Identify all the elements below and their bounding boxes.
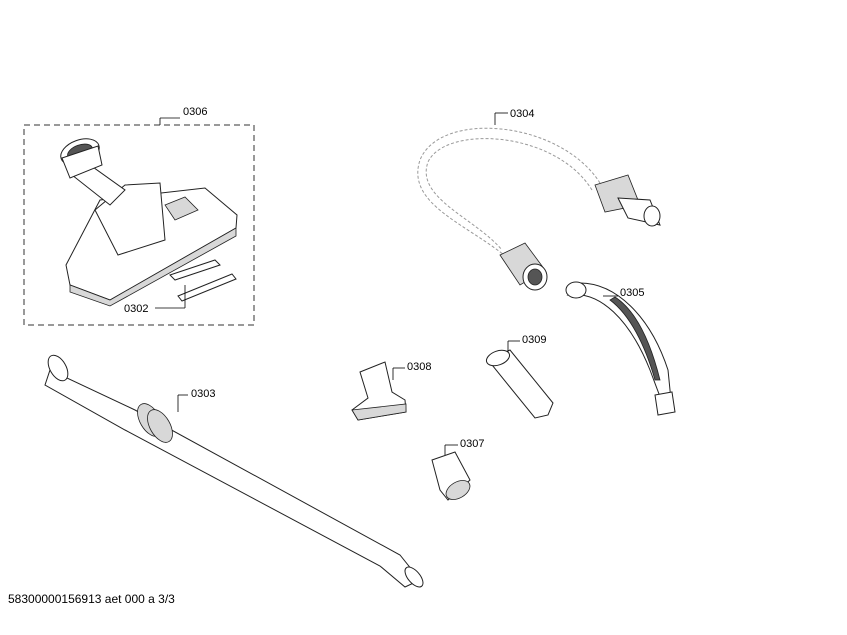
part-label-0309: 0309 [522, 334, 546, 346]
part-label-0303: 0303 [191, 388, 215, 400]
crevice-nozzle-part [485, 349, 554, 419]
part-label-0304: 0304 [510, 108, 534, 120]
part-label-0307: 0307 [460, 438, 484, 450]
part-label-0305: 0305 [620, 287, 644, 299]
document-reference-footer: 58300000156913 aet 000 a 3/3 [8, 592, 175, 606]
part-label-0306: 0306 [183, 106, 207, 118]
assembly-group-box [23, 124, 255, 326]
small-nozzle-part [431, 451, 471, 501]
part-label-0308: 0308 [407, 361, 431, 373]
hose-part [417, 127, 661, 291]
brush-strips-part [169, 259, 237, 302]
upholstery-nozzle-part [351, 361, 407, 421]
part-label-0302: 0302 [124, 303, 148, 315]
floor-nozzle-part [60, 138, 238, 307]
telescopic-tube-part [44, 354, 424, 588]
hose-handle-part [565, 281, 676, 416]
